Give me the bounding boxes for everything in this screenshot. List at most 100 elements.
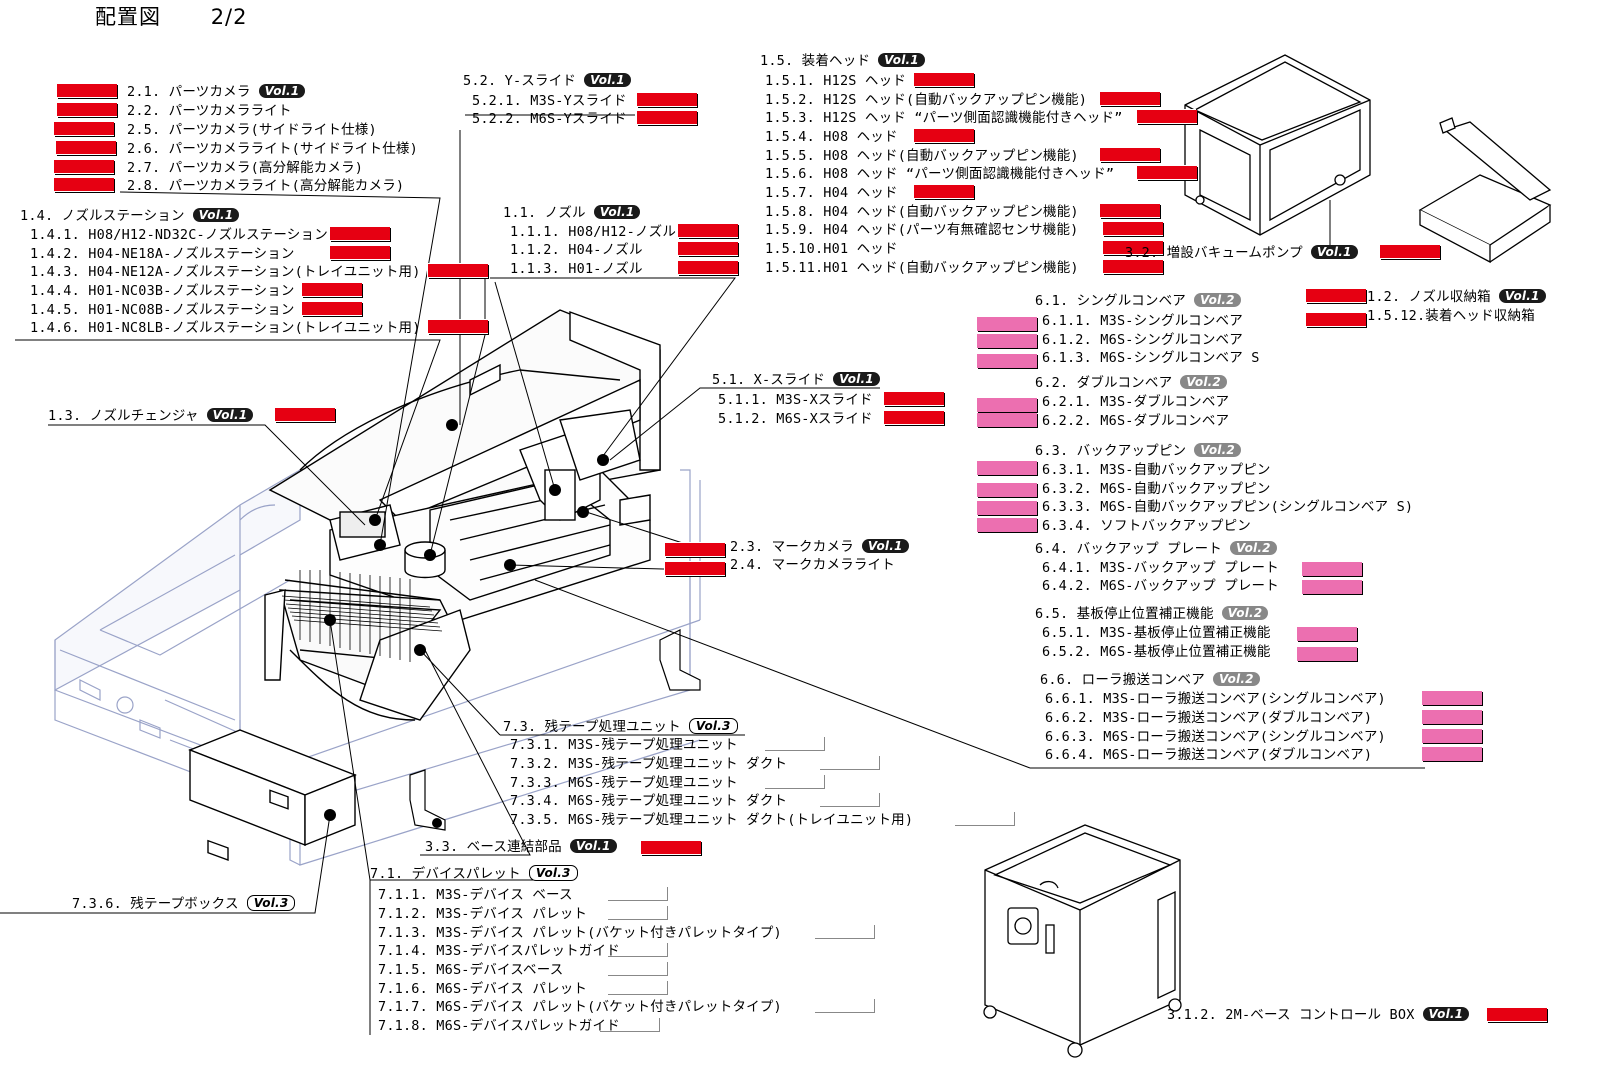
red-marker-box <box>54 160 114 174</box>
empty-marker-box <box>765 775 825 789</box>
label-text: 1.4.3. H04-NE12A-ノズルステーション(トレイユニット用) <box>30 264 421 280</box>
red-marker-box <box>678 261 738 275</box>
label-text: 6.3. バックアップピン <box>1035 443 1187 459</box>
red-marker-box <box>1100 148 1160 162</box>
label-text: 7.3.1. M3S-残テープ処理ユニット <box>510 737 738 753</box>
empty-marker-box <box>608 943 668 957</box>
label-text: 7.1.5. M6S-デバイスベース <box>378 962 564 978</box>
label-l52: 6.3.4. ソフトバックアップピン <box>1042 518 1251 534</box>
vol-badge: Vol.1 <box>593 205 641 219</box>
label-text: 7.3.6. 残テープボックス <box>72 896 239 912</box>
label-l54: 6.4.1. M3S-バックアップ プレート <box>1042 560 1279 576</box>
vol-badge: Vol.1 <box>206 408 254 422</box>
label-text: 6.6.3. M6S-ローラ搬送コンベア(シングルコンベア) <box>1045 729 1386 745</box>
red-marker-box <box>1380 245 1440 259</box>
red-marker-box <box>57 103 117 117</box>
label-l11: 1.4.5. H01-NC08B-ノズルステーション <box>30 302 295 318</box>
label-l50: 6.3.2. M6S-自動バックアップピン <box>1042 481 1271 497</box>
label-l2: 2.5. パーツカメラ(サイドライト仕様) <box>127 122 377 138</box>
label-l4: 2.7. パーツカメラ(高分解能カメラ) <box>127 160 363 176</box>
pink-marker-box <box>977 354 1037 368</box>
label-l45: 6.2. ダブルコンベア Vol.2 <box>1035 375 1227 391</box>
pink-marker-box <box>1302 580 1362 594</box>
label-text: 6.4. バックアップ プレート <box>1035 541 1222 557</box>
label-l30: 1.5.9. H04 ヘッド(パーツ有無確認センサ機能) <box>765 222 1079 238</box>
label-l28: 1.5.7. H04 ヘッド <box>765 185 898 201</box>
label-text: 6.1.3. M6S-シングルコンベア S <box>1042 350 1260 366</box>
label-l76: 7.1.4. M3S-デバイスパレットガイド <box>378 943 620 959</box>
label-l40: 2.4. マークカメラライト <box>730 557 895 573</box>
label-l12: 1.4.6. H01-NC8LB-ノズルステーション(トレイユニット用) <box>30 320 421 336</box>
label-l61: 6.6.2. M3S-ローラ搬送コンベア(ダブルコンベア) <box>1045 710 1372 726</box>
label-l9: 1.4.3. H04-NE12A-ノズルステーション(トレイユニット用) <box>30 264 421 280</box>
pink-marker-box <box>1422 747 1482 761</box>
label-text: 6.6.4. M6S-ローラ搬送コンベア(ダブルコンベア) <box>1045 747 1373 763</box>
empty-marker-box <box>608 887 668 901</box>
red-marker-box <box>428 320 488 334</box>
label-text: 5.2.2. M6S-Yスライド <box>472 111 627 127</box>
red-marker-box <box>1103 241 1163 255</box>
label-text: 6.3.3. M6S-自動バックアップピン(シングルコンベア S) <box>1042 499 1414 515</box>
label-text: 7.1.6. M6S-デバイス パレット <box>378 981 588 997</box>
vol-badge: Vol.1 <box>878 53 925 67</box>
label-l37: 5.1.1. M3S-Xスライド <box>718 392 873 408</box>
label-l75: 7.1.3. M3S-デバイス パレット(バケット付きパレットタイプ) <box>378 925 782 941</box>
label-text: 1.5.2. H12S ヘッド(自動バックアップピン機能) <box>765 92 1088 108</box>
label-text: 1.5.12.装着ヘッド収納箱 <box>1367 308 1535 324</box>
label-l66: 7.3.2. M3S-残テープ処理ユニット ダクト <box>510 756 787 772</box>
label-l15: 5.2.1. M3S-Yスライド <box>472 93 627 109</box>
label-l23: 1.5.2. H12S ヘッド(自動バックアップピン機能) <box>765 92 1087 108</box>
label-text: 1.5.3. H12S ヘッド “パーツ側面認識機能付きヘッド” <box>765 110 1123 126</box>
label-text: 1.5.9. H04 ヘッド(パーツ有無確認センサ機能) <box>765 222 1079 238</box>
tape-box <box>188 729 357 861</box>
vol-badge: Vol.1 <box>569 839 617 853</box>
page-title: 配置図 2/2 <box>95 1 247 31</box>
label-l49: 6.3.1. M3S-自動バックアップピン <box>1042 462 1271 478</box>
empty-marker-box <box>815 925 875 939</box>
red-marker-box <box>1100 204 1160 218</box>
vol-badge: Vol.2 <box>1180 375 1227 389</box>
label-text: 2.2. パーツカメラライト <box>127 103 292 119</box>
label-l31: 1.5.10.H01 ヘッド <box>765 241 898 257</box>
vol-badge: Vol.2 <box>1193 293 1241 307</box>
label-text: 2.5. パーツカメラ(サイドライト仕様) <box>127 122 377 138</box>
label-text: 6.3.2. M6S-自動バックアップピン <box>1042 481 1271 497</box>
label-text: 1.2. ノズル収納箱 <box>1367 289 1491 305</box>
label-text: 6.1.1. M3S-シングルコンベア <box>1042 313 1243 329</box>
leader-lines <box>0 114 1425 1035</box>
label-l67: 7.3.3. M6S-残テープ処理ユニット <box>510 775 738 791</box>
label-text: 5.1.1. M3S-Xスライド <box>718 392 873 408</box>
label-text: 5.2.1. M3S-Yスライド <box>472 93 627 109</box>
label-text: 2.1. パーツカメラ <box>127 84 251 100</box>
label-l38: 5.1.2. M6S-Xスライド <box>718 411 873 427</box>
label-text: 1.4.5. H01-NC08B-ノズルステーション <box>30 302 295 318</box>
vacuum-pump <box>1184 54 1371 236</box>
label-text: 6.3.1. M3S-自動バックアップピン <box>1042 462 1271 478</box>
label-text: 1.4.1. H08/H12-ND32C-ノズルステーション <box>30 227 328 243</box>
pink-marker-box <box>1422 710 1482 724</box>
pink-marker-box <box>977 518 1037 532</box>
label-l7: 1.4.1. H08/H12-ND32C-ノズルステーション <box>30 227 328 243</box>
label-text: 1.5.10.H01 ヘッド <box>765 241 898 257</box>
label-text: 7.3.3. M6S-残テープ処理ユニット <box>510 775 738 791</box>
vol-badge: Vol.1 <box>1422 1007 1470 1021</box>
label-text: 1.4.4. H01-NC03B-ノズルステーション <box>30 283 295 299</box>
label-l80: 7.1.8. M6S-デバイスパレットガイド <box>378 1018 620 1034</box>
pink-marker-box <box>977 317 1037 331</box>
label-l62: 6.6.3. M6S-ローラ搬送コンベア(シングルコンベア) <box>1045 729 1386 745</box>
pink-marker-box <box>1297 647 1357 661</box>
label-text: 7.1.7. M6S-デバイス パレット(バケット付きパレットタイプ) <box>378 999 782 1015</box>
vol-badge: Vol.1 <box>861 539 909 553</box>
label-text: 6.2. ダブルコンベア <box>1035 375 1173 391</box>
red-marker-box <box>302 302 362 316</box>
label-l16: 5.2.2. M6S-Yスライド <box>472 111 627 127</box>
vol-badge: Vol.1 <box>584 73 631 87</box>
